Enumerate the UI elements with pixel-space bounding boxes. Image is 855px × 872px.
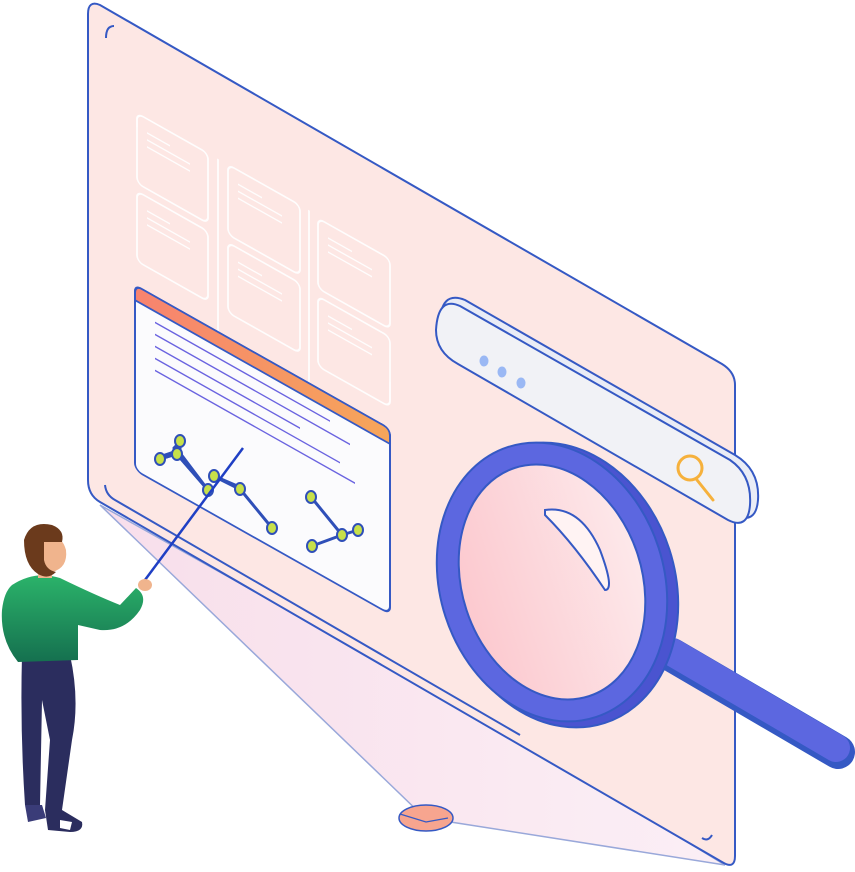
person-sock — [60, 820, 72, 830]
card-grid — [136, 114, 391, 406]
window-header — [134, 286, 391, 446]
search-bar[interactable] — [434, 296, 760, 524]
text-lines — [155, 321, 355, 485]
node-graph-icon — [154, 434, 364, 553]
person-hand — [138, 579, 152, 591]
pointer-stick — [140, 447, 245, 585]
magnifier-lens — [457, 463, 647, 701]
card — [227, 244, 301, 352]
person-shoe — [25, 805, 46, 822]
projector-light — [398, 804, 454, 832]
panel-corner-mark — [701, 834, 713, 841]
card — [136, 114, 209, 222]
panel-corner-mark — [105, 25, 115, 39]
card — [136, 192, 209, 300]
lens-glare — [544, 508, 610, 592]
person-figure — [1, 524, 152, 832]
person-legs — [21, 655, 76, 810]
card — [227, 166, 301, 274]
card — [317, 297, 391, 406]
graph-window — [134, 286, 391, 613]
magnifying-glass-icon — [435, 441, 855, 769]
search-dots — [479, 355, 526, 389]
panel-inner-line — [104, 484, 521, 736]
search-icon[interactable] — [676, 454, 715, 502]
person-hair — [24, 524, 63, 577]
card — [317, 219, 391, 328]
person-shirt — [1, 575, 144, 662]
